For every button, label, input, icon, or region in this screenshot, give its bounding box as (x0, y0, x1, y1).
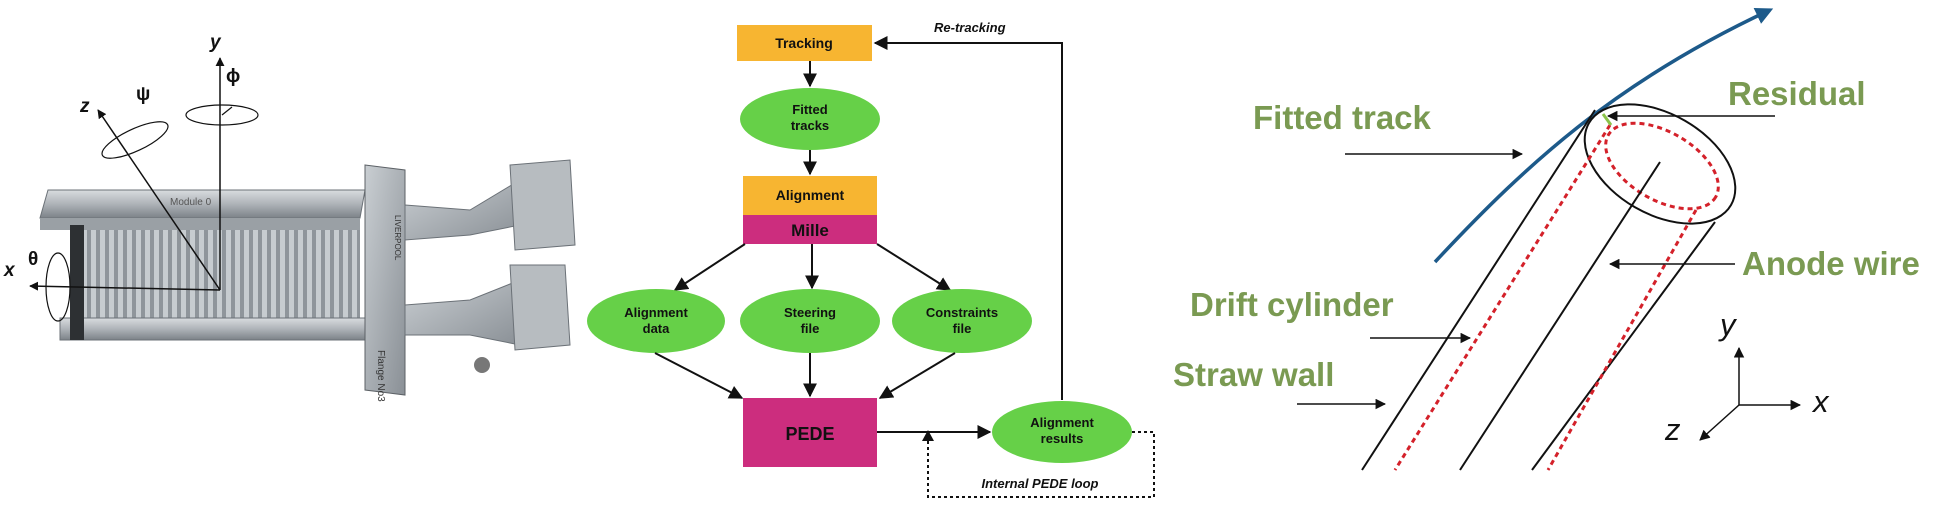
lower-manifold (404, 279, 521, 346)
z-axis-label: z (79, 96, 90, 117)
right-y-label: y (1718, 307, 1738, 342)
steering-file-label-line1: Steering (784, 305, 836, 320)
phi-label: ϕ (226, 66, 240, 87)
arrow-mille-to-data (673, 243, 746, 291)
steering-file-ellipse (740, 289, 880, 353)
alignment-data-label-line2: data (643, 321, 671, 336)
retracking-label: Re-tracking (934, 20, 1006, 35)
mille-box (743, 215, 877, 244)
drift-cylinder-label: Drift cylinder (1190, 286, 1394, 323)
drift-cylinder-ellipse (1604, 121, 1720, 211)
straw-end-ellipse (1583, 103, 1737, 225)
fitted-track-label: Fitted track (1253, 99, 1432, 136)
pede-box (743, 398, 877, 467)
x-axis-label: x (3, 260, 16, 281)
connector (474, 357, 490, 373)
anode-wire (1459, 161, 1661, 471)
brand-engraving: LIVERPOOL (393, 215, 402, 261)
fitted-tracks-label-line1: Fitted (792, 102, 827, 117)
alignment-label: Alignment (776, 187, 845, 203)
phi-rotation-ellipse (185, 104, 259, 126)
theta-rotation-ellipse (45, 252, 71, 322)
constraints-file-label-line2: file (953, 321, 972, 336)
steering-file-label-line2: file (801, 321, 820, 336)
right-x-label: x (1811, 384, 1830, 419)
arrow-retracking (873, 36, 1063, 400)
upper-manifold (404, 179, 521, 241)
arrow-data-to-pede (654, 352, 744, 399)
internal-loop-label: Internal PEDE loop (981, 476, 1098, 491)
alignment-results-ellipse (992, 401, 1132, 463)
top-plate-edge (40, 218, 360, 230)
alignment-flowchart: Tracking Fitted tracks Alignment Mille A… (587, 20, 1155, 498)
alignment-results-label-line1: Alignment (1030, 415, 1094, 430)
left-axes: y ϕ z ψ x θ (3, 32, 259, 322)
straw-wall-right (1531, 221, 1716, 471)
fitted-tracks-label-line2: tracks (791, 118, 829, 133)
x-axis-line (29, 281, 221, 291)
alignment-results-label-line2: results (1041, 431, 1084, 446)
alignment-data-ellipse (587, 289, 725, 353)
tracking-label: Tracking (775, 35, 833, 51)
straw-wall-label: Straw wall (1173, 356, 1334, 393)
bottom-plate (59, 317, 366, 341)
psi-label: ψ (136, 84, 150, 105)
flange-engraving: Flange No3 (375, 350, 386, 402)
alignment-data-label-line1: Alignment (624, 305, 688, 320)
flange (364, 164, 406, 396)
internal-loop-path (927, 431, 1155, 498)
detector-module-illustration: Module 0 Flange No3 LIVERPOOL (39, 159, 576, 402)
psi-rotation-ellipse (101, 121, 169, 159)
constraints-file-ellipse (892, 289, 1032, 353)
mille-label: Mille (791, 221, 829, 240)
frame-left (70, 225, 84, 340)
pede-label: PEDE (785, 424, 834, 444)
arrow-constraints-to-pede (878, 352, 956, 399)
upper-manifold-flange (509, 159, 576, 251)
anode-wire-label: Anode wire (1742, 245, 1920, 282)
lower-manifold-flange (509, 264, 571, 351)
arrow-mille-to-constraints (876, 243, 952, 291)
y-axis-label: y (209, 32, 222, 53)
internal-loop-arrowhead (922, 430, 934, 441)
drift-cylinder-right (1546, 209, 1698, 471)
fitted-tracks-ellipse (740, 88, 880, 150)
module-engraving: Module 0 (170, 197, 212, 208)
right-z-axis (1699, 404, 1740, 441)
tracking-box (737, 25, 872, 61)
straw-geometry-diagram: Fitted track Residual Anode wire Drift c… (1173, 7, 1920, 471)
constraints-file-label-line1: Constraints (926, 305, 998, 320)
theta-label: θ (28, 249, 38, 270)
z-axis-line (97, 109, 221, 291)
straw-array (70, 230, 360, 320)
alignment-box (743, 176, 877, 215)
drift-cylinder-left (1393, 124, 1612, 471)
fitted-track-curve (1433, 7, 1774, 264)
straw-wall-left (1361, 109, 1596, 471)
residual-label: Residual (1728, 75, 1866, 112)
right-z-label: z (1664, 412, 1681, 447)
